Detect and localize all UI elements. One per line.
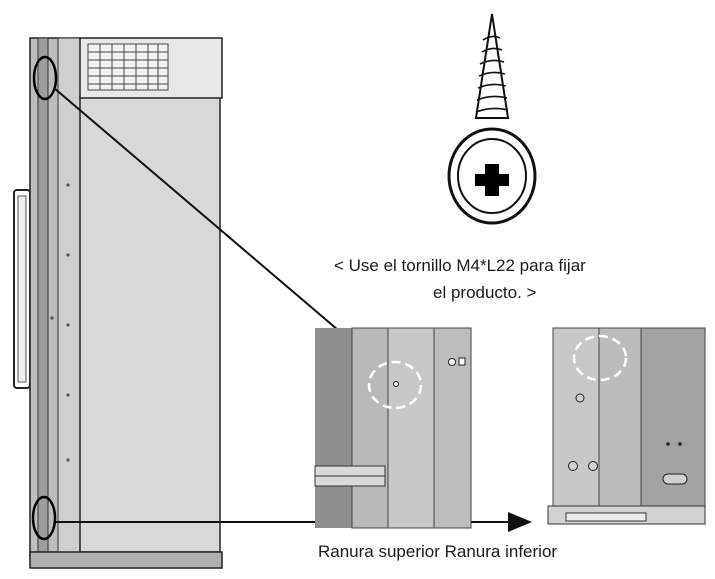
lower-slot-detail	[547, 327, 706, 525]
upper-slot-callout	[32, 55, 58, 101]
lower-slot-callout	[31, 495, 57, 541]
screw-note-line-2: el producto. >	[433, 283, 537, 302]
slot-labels: Ranura superior Ranura inferior	[318, 542, 558, 561]
screw-illustration	[447, 13, 537, 225]
cabinet-side-view	[13, 37, 223, 569]
upper-slot-detail	[314, 327, 472, 529]
screw-note-line-1: < Use el tornillo M4*L22 para fijar	[334, 256, 586, 275]
upper-slot-arrow	[53, 87, 389, 373]
